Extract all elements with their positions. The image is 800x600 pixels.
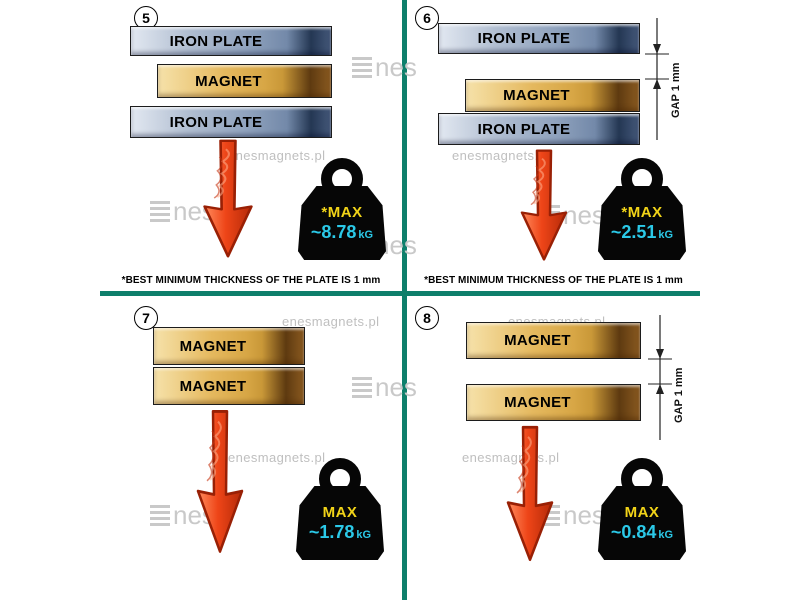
weight-unit: kG [358, 228, 374, 241]
horizontal-divider [100, 291, 700, 296]
panel-5: 5 IRON PLATE MAGNET IRON PLATE *MAX ~8.7… [100, 0, 402, 291]
pull-arrow [196, 409, 244, 553]
caption-text: *BEST MINIMUM THICKNESS OF THE PLATE IS [424, 275, 654, 286]
weight-max-label: *MAX [621, 203, 663, 221]
magnet-bar: MAGNET [465, 79, 640, 112]
panel-number: 7 [134, 306, 158, 330]
pull-arrow [203, 139, 253, 258]
weight-value: ~2.51 [610, 221, 657, 242]
gap-dimension: GAP 1 mm [648, 315, 685, 440]
panel-number: 8 [415, 306, 439, 330]
magnet-bar-bottom: MAGNET [466, 384, 641, 421]
gap-label: GAP 1 mm [673, 367, 685, 423]
magnet-bar-bottom: MAGNET [153, 367, 305, 405]
vertical-divider [402, 0, 407, 600]
weight-unit: kG [658, 528, 674, 541]
magnet-bar: MAGNET [157, 64, 332, 98]
panel-6: 6 IRON PLATE MAGNET IRON PLATE GAP 1 mm … [407, 0, 700, 291]
weight-max-label: MAX [624, 503, 660, 521]
caption-bold: 1 mm [656, 275, 683, 286]
weight-value: ~0.84 [610, 521, 657, 542]
gap-dimension: GAP 1 mm [645, 18, 682, 140]
iron-plate-bottom: IRON PLATE [438, 113, 640, 145]
iron-plate-top: IRON PLATE [438, 23, 640, 54]
weight-max-label: MAX [322, 503, 358, 521]
weight-value: ~1.78 [308, 521, 355, 542]
weight-unit: kG [658, 228, 674, 241]
caption-bold: 1 mm [353, 275, 381, 286]
iron-plate-bottom: IRON PLATE [130, 106, 332, 138]
magnet-bar-top: MAGNET [466, 322, 641, 359]
gap-label: GAP 1 mm [670, 62, 682, 118]
weight-unit: kG [356, 528, 372, 541]
pull-arrow [520, 149, 568, 261]
pull-arrow [506, 425, 554, 562]
magnet-bar-top: MAGNET [153, 327, 305, 365]
caption-text: *BEST MINIMUM THICKNESS OF THE PLATE IS [121, 275, 351, 286]
weight-value: ~8.78 [310, 221, 357, 242]
weight-max-label: *MAX [321, 203, 363, 221]
iron-plate-top: IRON PLATE [130, 26, 332, 56]
panel-number: 6 [415, 6, 439, 30]
